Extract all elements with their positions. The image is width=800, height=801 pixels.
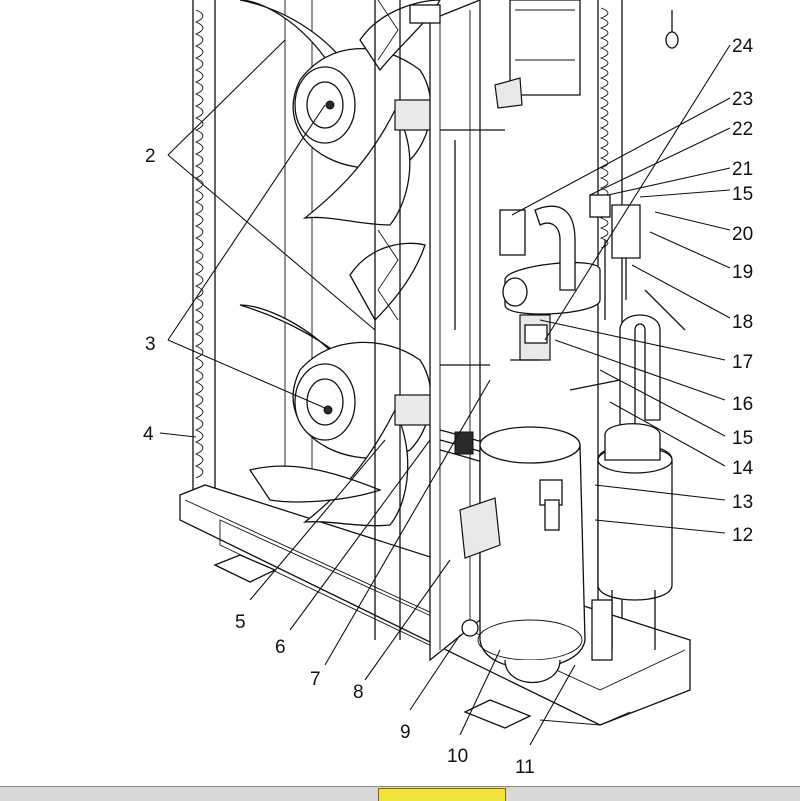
callout-3: 3 — [145, 334, 156, 355]
cropped-footer-tag — [378, 788, 506, 801]
callout-20: 20 — [732, 224, 753, 245]
callout-8: 8 — [353, 682, 364, 703]
callout-7: 7 — [310, 669, 321, 690]
accumulator-tank — [591, 423, 673, 661]
callout-12: 12 — [732, 525, 753, 546]
callout-15-upper: 15 — [732, 184, 753, 205]
callout-9: 9 — [400, 722, 411, 743]
callout-6: 6 — [275, 637, 286, 658]
motor-bracket — [374, 0, 436, 640]
condenser-coil — [192, 0, 313, 500]
lower-fan — [239, 242, 432, 527]
callout-15-lower: 15 — [732, 428, 753, 449]
callout-16: 16 — [732, 394, 753, 415]
compressor — [459, 426, 586, 683]
upper-fan — [239, 0, 441, 226]
callout-labels: 2 3 4 5 6 7 8 9 10 11 12 13 14 15 16 17 … — [143, 36, 754, 778]
callout-19: 19 — [732, 262, 753, 283]
callout-2: 2 — [145, 146, 156, 167]
callout-24: 24 — [732, 36, 754, 57]
callout-18: 18 — [732, 312, 753, 333]
callout-14: 14 — [732, 458, 754, 479]
callout-11: 11 — [515, 757, 535, 778]
callout-23: 23 — [732, 89, 753, 110]
callout-22: 22 — [732, 119, 753, 140]
cropped-footer-strip — [0, 786, 800, 801]
valve-assembly — [499, 194, 686, 431]
callout-21: 21 — [732, 159, 753, 180]
callout-4: 4 — [143, 424, 154, 445]
leader-lines — [159, 39, 731, 746]
callout-17: 17 — [732, 352, 753, 373]
top-fittings — [409, 0, 679, 109]
callout-5: 5 — [235, 612, 246, 633]
callout-13: 13 — [732, 492, 753, 513]
callout-10: 10 — [447, 746, 468, 767]
